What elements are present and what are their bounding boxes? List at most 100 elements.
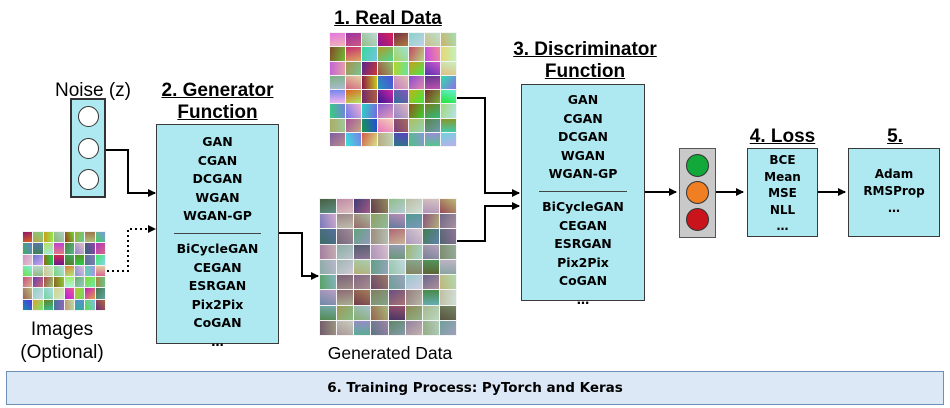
image-thumbnail [361,118,377,132]
image-thumbnail [361,132,377,146]
image-thumbnail [388,320,405,335]
image-thumbnail [388,259,405,275]
noise-vector [70,98,106,198]
image-thumbnail [371,244,388,259]
image-thumbnail [439,320,456,335]
image-thumbnail [393,33,409,47]
image-thumbnail [371,229,388,244]
image-thumbnail [337,275,354,290]
image-thumbnail [371,214,388,229]
list-item: CEGAN [193,259,242,275]
image-thumbnail [439,244,456,259]
list-item: GAN [567,92,599,107]
image-thumbnail [54,254,64,265]
image-thumbnail [439,259,456,275]
image-thumbnail [64,277,74,288]
red-light-icon [686,208,709,231]
optional-images-grid [22,231,106,311]
image-thumbnail [371,290,388,305]
image-thumbnail [330,47,345,61]
list-item: WGAN [195,189,240,205]
image-thumbnail [361,61,377,75]
noise-label: Noise (z) [54,80,131,101]
image-thumbnail [425,61,441,75]
image-thumbnail [393,47,409,61]
image-thumbnail [441,132,456,146]
images-optional-label: (Optional) [20,342,104,363]
image-thumbnail [337,244,354,259]
image-thumbnail [43,277,54,288]
list-item: Mean [764,169,801,184]
image-thumbnail [354,320,371,335]
image-thumbnail [441,61,456,75]
noise-node-icon [78,169,99,190]
list-item: DCGAN [192,171,243,187]
image-thumbnail [422,259,439,275]
image-thumbnail [64,243,74,254]
noise-node-icon [78,106,99,127]
image-thumbnail [95,299,105,310]
image-thumbnail [371,259,388,275]
image-thumbnail [85,254,95,265]
images-to-generator-arrow [107,225,156,272]
image-thumbnail [33,277,43,288]
training-process-banner: 6. Training Process: PyTorch and Keras [6,371,944,405]
image-thumbnail [54,243,64,254]
image-thumbnail [85,232,95,243]
image-thumbnail [439,290,456,305]
image-thumbnail [345,75,361,89]
real-data-title: 1. Real Data [334,8,442,29]
image-thumbnail [43,243,54,254]
image-thumbnail [439,305,456,320]
image-thumbnail [23,265,33,277]
image-thumbnail [95,288,105,299]
image-thumbnail [320,275,337,290]
image-thumbnail [439,199,456,214]
image-thumbnail [337,214,354,229]
image-thumbnail [320,305,337,320]
image-thumbnail [330,90,345,104]
image-thumbnail [33,299,43,310]
image-thumbnail [23,243,33,254]
image-thumbnail [95,265,105,277]
image-thumbnail [371,199,388,214]
image-thumbnail [54,288,64,299]
image-thumbnail [345,61,361,75]
list-item: BiCycleGAN [542,198,624,214]
image-thumbnail [422,229,439,244]
image-thumbnail [377,90,393,104]
image-thumbnail [441,33,456,47]
list-item: WGAN [560,147,606,163]
image-thumbnail [377,47,393,61]
image-thumbnail [354,305,371,320]
image-thumbnail [388,244,405,259]
noise-node-icon [78,138,99,159]
image-thumbnail [345,33,361,47]
image-thumbnail [345,118,361,132]
image-thumbnail [74,288,85,299]
noise-to-generator-arrow [105,149,156,197]
image-thumbnail [23,232,33,243]
image-thumbnail [405,290,422,305]
image-thumbnail [33,288,43,299]
image-thumbnail [425,75,441,89]
image-thumbnail [74,232,85,243]
list-item: CoGAN [558,273,608,289]
image-thumbnail [422,199,439,214]
image-thumbnail [64,254,74,265]
image-thumbnail [441,47,456,61]
image-thumbnail [422,275,439,290]
image-thumbnail [425,132,441,146]
list-item: Pix2Pix [557,254,609,270]
image-thumbnail [405,214,422,229]
image-thumbnail [361,90,377,104]
discriminator-divider [539,190,627,192]
image-thumbnail [409,104,425,118]
